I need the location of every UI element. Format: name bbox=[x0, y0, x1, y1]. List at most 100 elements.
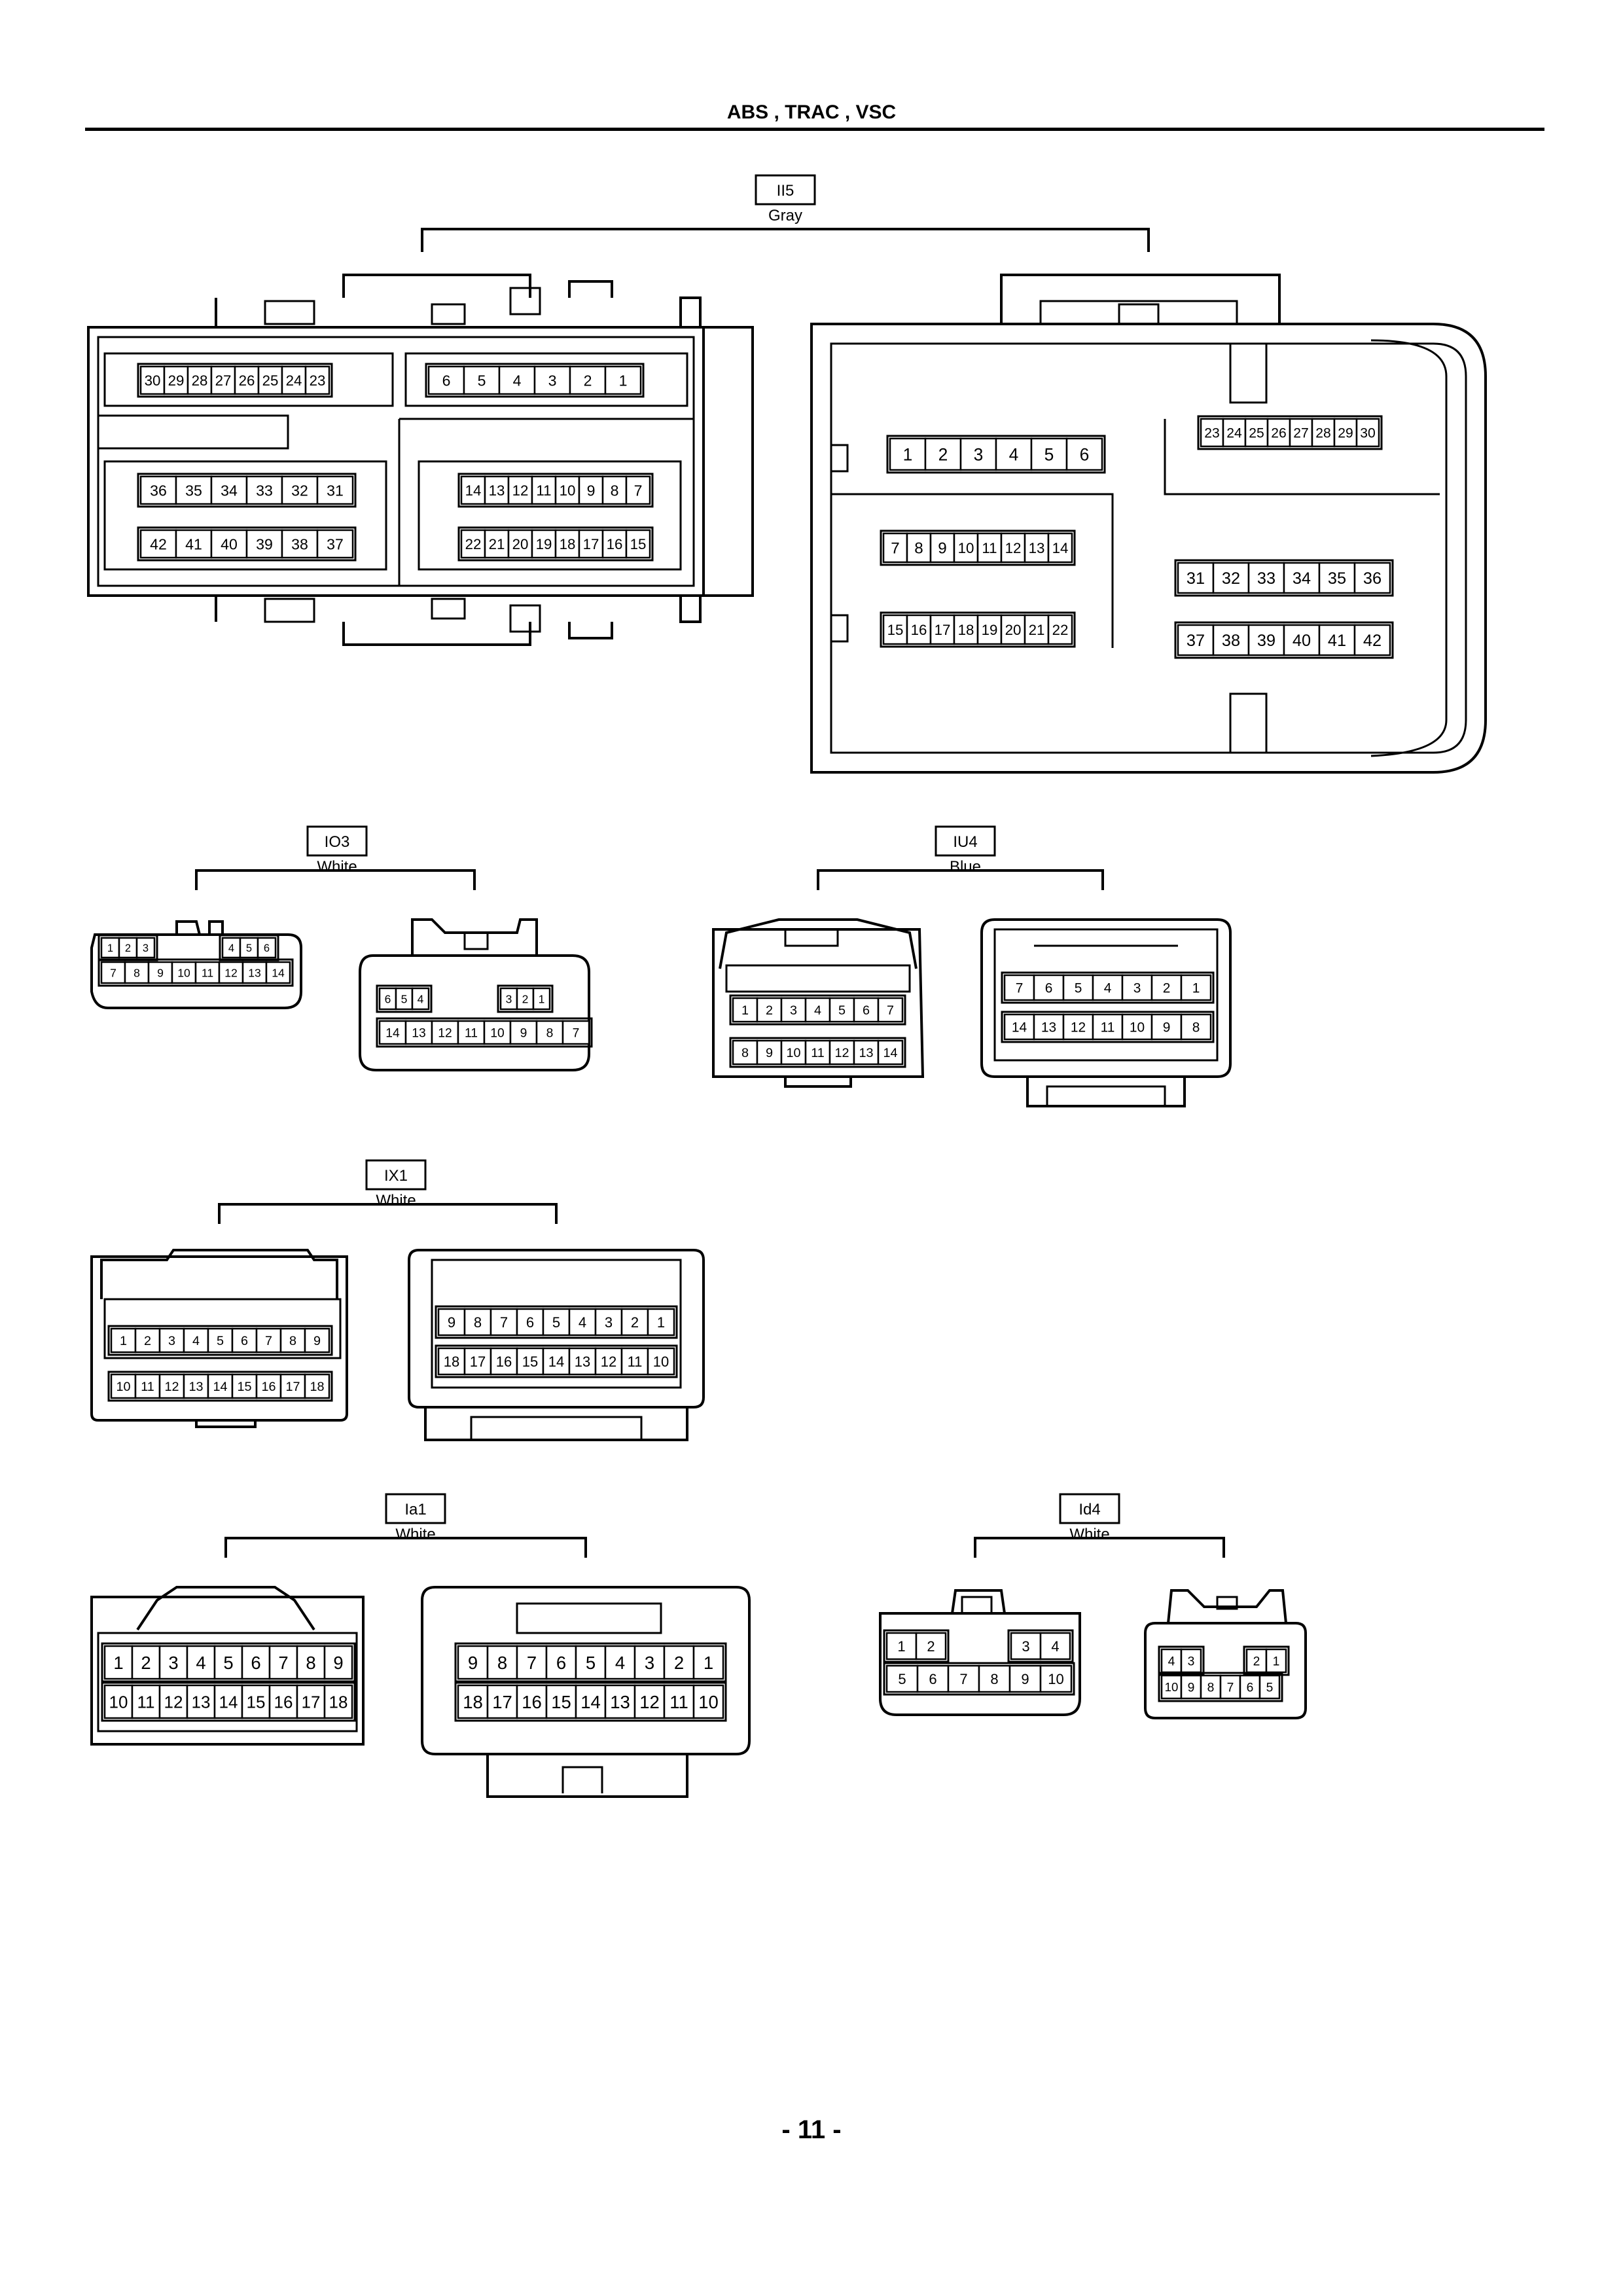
pin-number: 14 bbox=[1012, 1020, 1027, 1035]
pin-number: 3 bbox=[168, 1334, 175, 1348]
pin-number: 15 bbox=[551, 1692, 571, 1712]
pin-number: 1 bbox=[113, 1653, 123, 1673]
connector-color: White bbox=[1069, 1526, 1109, 1543]
pin-cell bbox=[554, 475, 580, 505]
pin-number: 1 bbox=[539, 992, 545, 1005]
pin-number: 7 bbox=[278, 1653, 288, 1673]
pin-number: 8 bbox=[474, 1314, 482, 1331]
pin-number: 3 bbox=[506, 992, 512, 1005]
connector-color: Gray bbox=[768, 207, 802, 224]
pin-cell bbox=[1265, 1648, 1287, 1674]
pin-number: 8 bbox=[497, 1653, 507, 1673]
connector-id: II5 bbox=[777, 182, 794, 200]
pin-number: 14 bbox=[1052, 540, 1069, 556]
pin-number: 18 bbox=[310, 1380, 324, 1394]
pin-number: 16 bbox=[607, 536, 623, 552]
pin-cell bbox=[1047, 614, 1073, 645]
pin-number: 11 bbox=[1101, 1020, 1115, 1035]
pin-number: 12 bbox=[601, 1354, 616, 1370]
pin-number: 7 bbox=[887, 1003, 894, 1018]
pin-row-frame bbox=[435, 1305, 678, 1339]
pin-cell bbox=[183, 1373, 209, 1399]
pin-cell bbox=[1180, 1674, 1202, 1700]
pin-number: 3 bbox=[605, 1314, 613, 1331]
pin-number: 17 bbox=[583, 536, 599, 552]
pin-cell bbox=[463, 1308, 492, 1336]
pin-number: 2 bbox=[938, 445, 948, 465]
pin-number: 1 bbox=[741, 1003, 749, 1018]
pin-row-frame bbox=[1001, 971, 1215, 1004]
pin-cell bbox=[1008, 1664, 1042, 1693]
pin-number: 16 bbox=[522, 1692, 542, 1712]
pin-number: 7 bbox=[891, 540, 899, 558]
pin-number: 14 bbox=[272, 966, 285, 979]
pin-cell bbox=[463, 365, 501, 395]
pin-cell bbox=[569, 365, 607, 395]
pin-cell bbox=[995, 437, 1033, 471]
pin-cell bbox=[1318, 562, 1356, 594]
pin-number: 8 bbox=[546, 1026, 554, 1040]
pin-cell bbox=[1180, 1648, 1202, 1674]
pin-number: 12 bbox=[1071, 1020, 1086, 1035]
pin-number: 1 bbox=[897, 1638, 905, 1655]
pin-number: 33 bbox=[256, 482, 273, 499]
pin-number: 5 bbox=[223, 1653, 233, 1673]
pin-number: 39 bbox=[1257, 632, 1275, 650]
pin-cell bbox=[1222, 418, 1247, 448]
pin-cell bbox=[1039, 1632, 1071, 1660]
pin-cell bbox=[906, 532, 932, 564]
pin-cell bbox=[692, 1684, 724, 1719]
pin-cell bbox=[316, 475, 354, 505]
pin-number: 13 bbox=[192, 1692, 211, 1712]
pin-number: 4 bbox=[615, 1653, 625, 1673]
pin-number: 13 bbox=[1041, 1020, 1056, 1035]
pin-cell bbox=[1177, 624, 1215, 656]
pin-row-frame bbox=[137, 473, 357, 508]
pin-number: 4 bbox=[192, 1334, 200, 1348]
pin-number: 14 bbox=[385, 1026, 400, 1040]
pin-cell bbox=[103, 1645, 134, 1680]
pin-cell bbox=[532, 987, 551, 1011]
pin-cell bbox=[210, 529, 248, 559]
pin-cell bbox=[1318, 624, 1356, 656]
pin-number: 4 bbox=[1051, 1638, 1059, 1655]
pin-number: 11 bbox=[669, 1692, 688, 1712]
connector-color: White bbox=[395, 1526, 435, 1543]
pin-cell bbox=[976, 614, 1003, 645]
pin-number: 23 bbox=[310, 372, 326, 389]
pin-cell bbox=[234, 365, 260, 395]
pin-number: 12 bbox=[164, 1692, 183, 1712]
pin-number: 12 bbox=[512, 482, 529, 499]
pin-number: 11 bbox=[202, 966, 213, 979]
pin-row-frame bbox=[376, 984, 433, 1013]
pin-cell bbox=[625, 529, 651, 559]
pin-number: 11 bbox=[141, 1380, 154, 1394]
pin-number: 24 bbox=[286, 372, 302, 389]
pin-cell bbox=[1039, 1664, 1073, 1693]
pin-number: 13 bbox=[610, 1692, 630, 1712]
pin-number: 26 bbox=[239, 372, 255, 389]
pin-cell bbox=[210, 365, 236, 395]
pin-number: 22 bbox=[1052, 622, 1069, 638]
pin-row-frame bbox=[880, 529, 1076, 566]
pin-number: 16 bbox=[496, 1354, 512, 1370]
pin-number: 6 bbox=[442, 372, 451, 389]
pin-number: 13 bbox=[412, 1026, 425, 1040]
pin-number: 7 bbox=[1227, 1681, 1234, 1695]
pin-cell bbox=[663, 1684, 695, 1719]
pin-number: 12 bbox=[639, 1692, 660, 1712]
connector-id-box bbox=[306, 825, 368, 857]
pin-cell bbox=[255, 1373, 282, 1399]
pin-cell bbox=[231, 1373, 258, 1399]
pin-number: 2 bbox=[1163, 981, 1171, 996]
pin-number: 32 bbox=[1222, 569, 1240, 588]
pin-cell bbox=[1177, 562, 1215, 594]
pin-cell bbox=[1065, 437, 1103, 471]
